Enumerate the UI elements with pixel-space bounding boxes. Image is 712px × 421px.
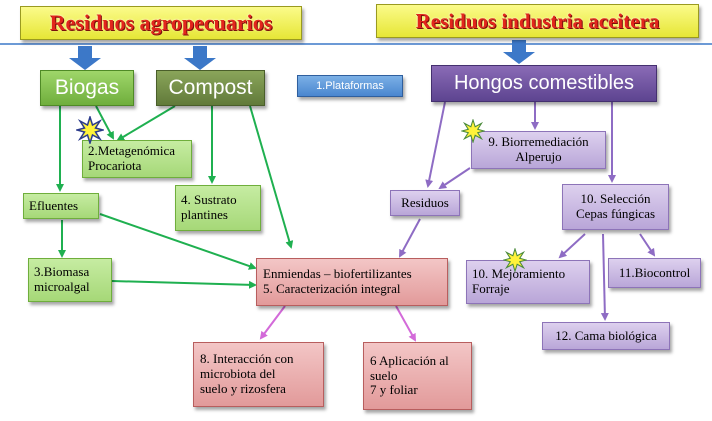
starburst-icon bbox=[503, 248, 527, 272]
node-hongos-comestibles: Hongos comestibles bbox=[431, 65, 657, 102]
node-interaccion-microbiota: 8. Interacción con microbiota del suelo … bbox=[193, 342, 324, 407]
edge-seleccion-biocontrol bbox=[639, 233, 656, 257]
node-mejoramiento-forraje: 10. Mejoramiento Forraje bbox=[466, 260, 590, 304]
header-residuos-agropecuarios: Residuos agropecuarios bbox=[20, 6, 302, 40]
edge-residuos-enmiendas bbox=[399, 218, 421, 258]
node-sustrato-label: 4. Sustrato plantines bbox=[181, 192, 237, 222]
node-hongos-label: Hongos comestibles bbox=[453, 72, 635, 94]
edge-seleccion-mejoramiento bbox=[558, 233, 586, 259]
node-biorremediacion-label: 9. Biorremediación Alperujo bbox=[488, 134, 589, 164]
node-mejoramiento-label: 10. Mejoramiento Forraje bbox=[472, 266, 566, 296]
node-seleccion-cepas: 10. Selección Cepas fúngicas bbox=[562, 184, 669, 230]
header-residuos-industria-label: Residuos industria aceitera bbox=[415, 8, 660, 33]
node-compost: Compost bbox=[156, 70, 265, 106]
node-biogas-label: Biogas bbox=[54, 75, 120, 99]
block-arrow-to-compost bbox=[184, 46, 216, 70]
block-arrow-to-biogas bbox=[69, 46, 101, 70]
edge-biomasa-enmiendas bbox=[111, 280, 257, 289]
edge-biogas-metagenomica bbox=[95, 105, 114, 140]
node-plataformas-label: 1.Plataformas bbox=[316, 79, 384, 92]
node-biomasa-microalgal: 3.Biomasa microalgal bbox=[28, 258, 112, 302]
edge-biorremediacion-residuos bbox=[438, 167, 471, 190]
starburst-icon bbox=[76, 116, 104, 144]
node-aplicacion-label: 6 Aplicación al suelo 7 y foliar bbox=[370, 352, 449, 398]
node-interaccion-label: 8. Interacción con microbiota del suelo … bbox=[200, 351, 294, 396]
node-enmiendas-label: Enmiendas – biofertilizantes 5. Caracter… bbox=[263, 266, 412, 296]
node-metagenomica-label: 2.Metagenómica Procariota bbox=[88, 143, 175, 173]
node-biocontrol-label: 11.Biocontrol bbox=[618, 264, 691, 280]
header-residuos-agropecuarios-label: Residuos agropecuarios bbox=[49, 10, 273, 36]
header-residuos-industria-aceitera: Residuos industria aceitera bbox=[376, 4, 699, 38]
node-enmiendas: Enmiendas – biofertilizantes 5. Caracter… bbox=[256, 258, 448, 306]
edge-hongos-residuos bbox=[425, 101, 446, 188]
node-sustrato-plantines: 4. Sustrato plantines bbox=[175, 185, 261, 231]
edge-efluentes-enmiendas bbox=[99, 213, 257, 270]
edge-compost-metagenomica bbox=[116, 105, 176, 142]
node-biogas: Biogas bbox=[40, 70, 134, 106]
node-cama-label: 12. Cama biológica bbox=[555, 327, 657, 343]
node-compost-label: Compost bbox=[168, 75, 253, 99]
node-seleccion-label: 10. Selección Cepas fúngicas bbox=[575, 191, 656, 221]
node-efluentes-label: Efluentes bbox=[29, 197, 79, 213]
node-biomasa-label: 3.Biomasa microalgal bbox=[34, 264, 90, 294]
node-plataformas: 1.Plataformas bbox=[297, 75, 403, 97]
node-cama-biologica: 12. Cama biológica bbox=[542, 322, 670, 350]
starburst-icon bbox=[461, 119, 485, 143]
node-residuos: Residuos bbox=[390, 190, 460, 216]
node-biorremediacion-alperujo: 9. Biorremediación Alperujo bbox=[471, 131, 606, 169]
edge-seleccion-cama bbox=[600, 233, 609, 321]
node-aplicacion-suelo: 6 Aplicación al suelo 7 y foliar bbox=[363, 342, 472, 410]
edge-enmiendas-interaccion bbox=[259, 305, 286, 340]
block-arrow-to-hongos bbox=[503, 40, 535, 64]
edge-enmiendas-aplicacion bbox=[395, 305, 416, 342]
node-metagenomica: 2.Metagenómica Procariota bbox=[82, 140, 192, 178]
node-residuos-label: Residuos bbox=[401, 194, 449, 210]
node-efluentes: Efluentes bbox=[23, 193, 99, 219]
edge-compost-enmiendas bbox=[249, 105, 294, 249]
node-biocontrol: 11.Biocontrol bbox=[608, 258, 701, 288]
